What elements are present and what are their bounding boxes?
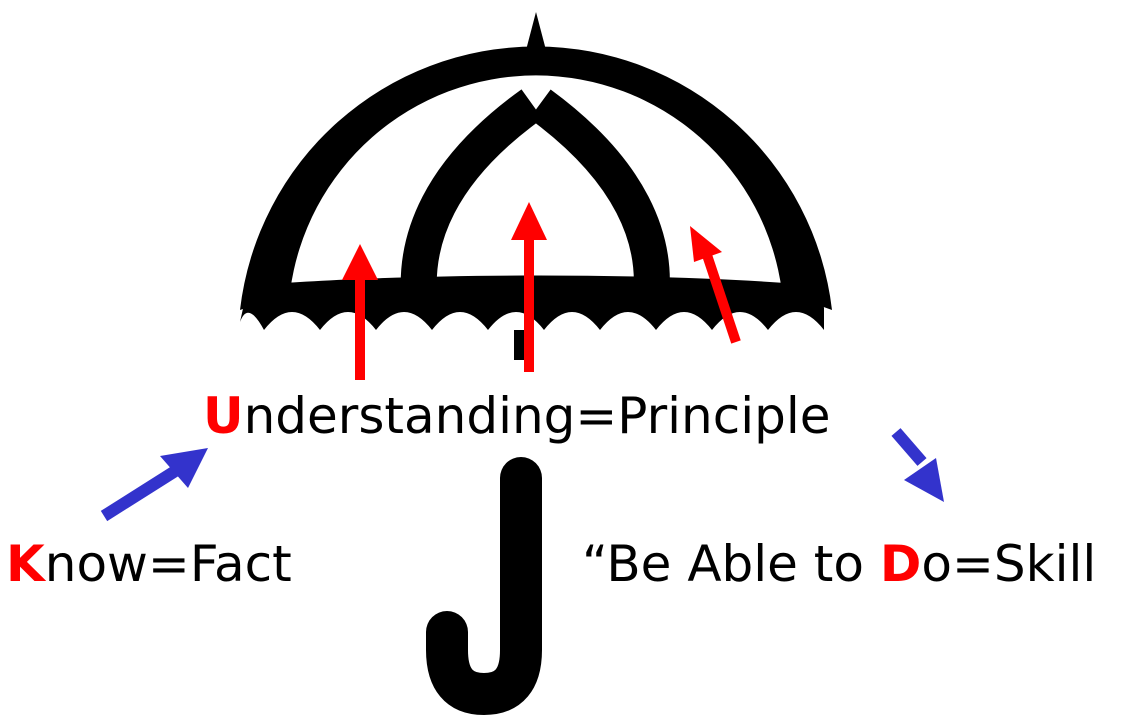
arrow-diagonal-icon <box>896 432 944 502</box>
know-label: Know=Fact <box>6 539 292 589</box>
umbrella-rib-left <box>419 104 532 305</box>
know-text: now=Fact <box>45 535 292 593</box>
do-initial: D <box>880 535 922 593</box>
know-initial: K <box>6 535 45 593</box>
understanding-text: nderstanding=Principle <box>244 387 831 445</box>
understanding-initial: U <box>203 387 244 445</box>
umbrella-handle <box>447 478 521 694</box>
umbrella-rib-right <box>540 104 652 305</box>
do-text: o=Skill <box>921 535 1096 593</box>
be-able-to-do-label: “Be Able to Do=Skill <box>582 539 1096 589</box>
be-able-to-do-prefix: “Be Able to <box>582 535 880 593</box>
arrow-diagonal-icon <box>104 448 208 516</box>
umbrella-canopy <box>240 46 832 310</box>
understanding-label: Understanding=Principle <box>203 391 830 441</box>
